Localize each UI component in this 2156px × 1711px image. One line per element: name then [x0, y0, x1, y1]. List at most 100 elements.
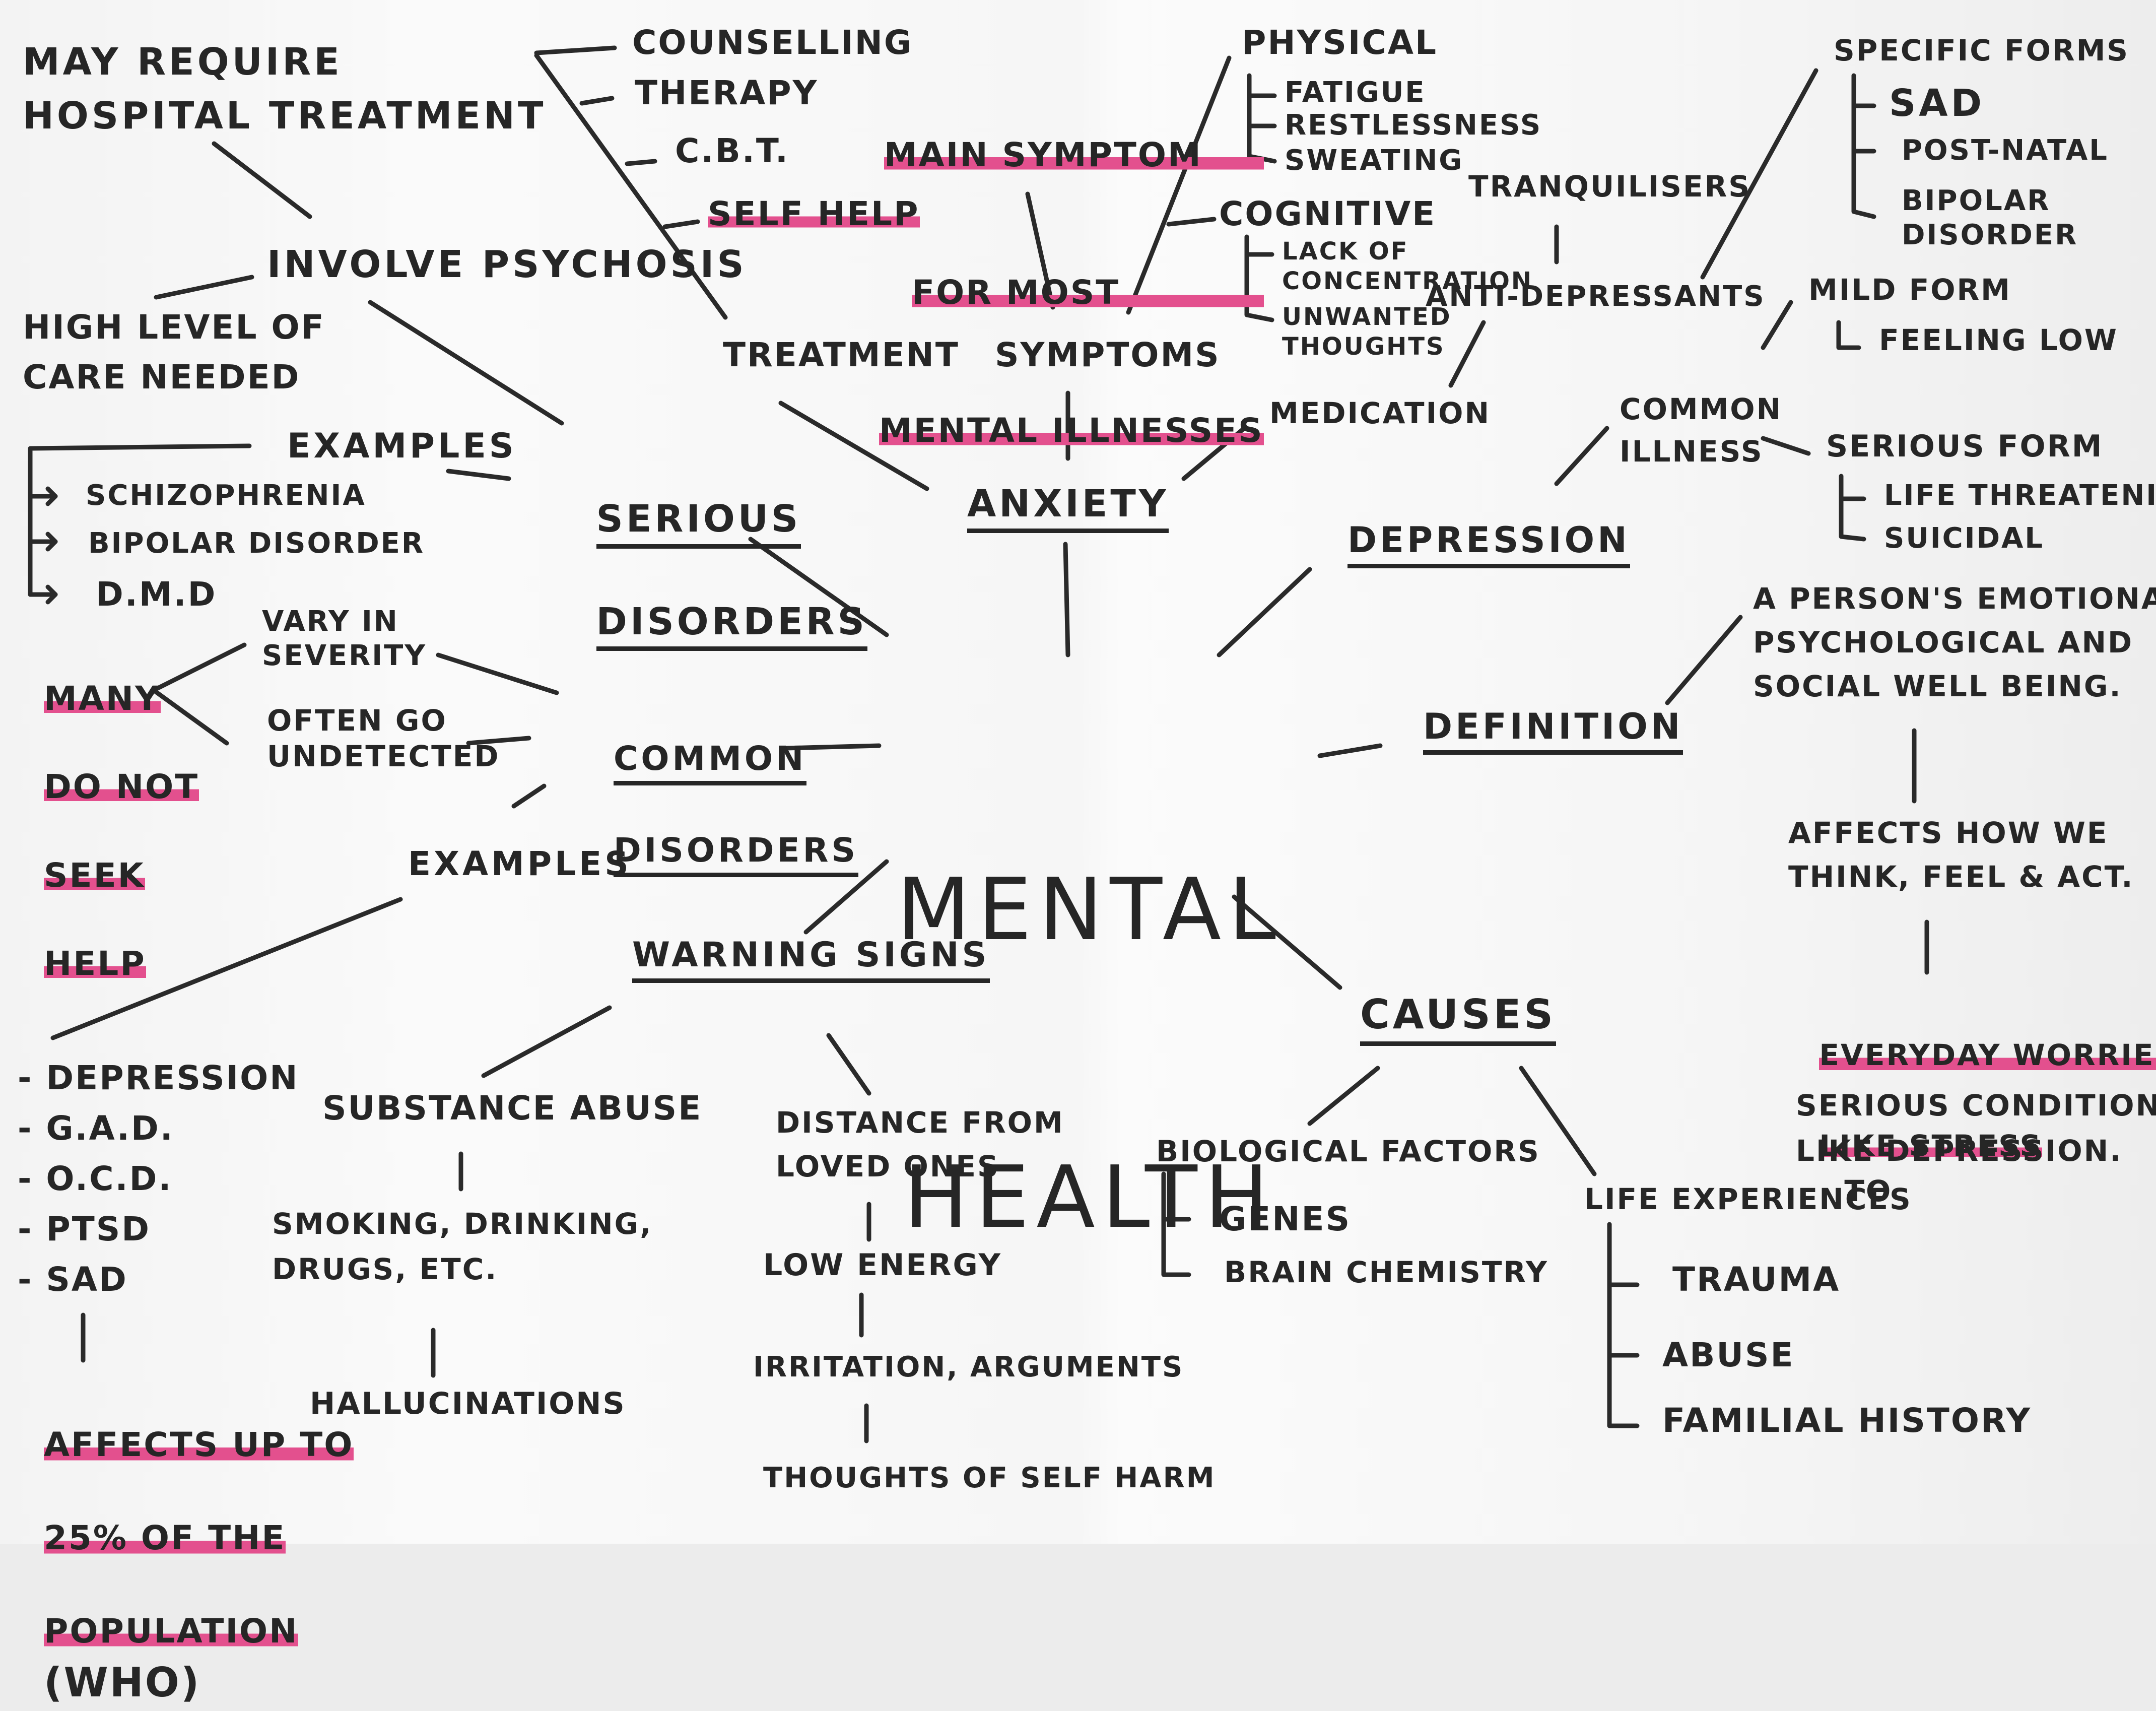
connector-common-mild [1761, 300, 1793, 350]
serious-conditions-note: SERIOUS CONDITIONS LIKE DEPRESSION. [1796, 1088, 2156, 1168]
distance-node: DISTANCE FROM LOVED ONES [776, 1105, 1064, 1183]
involve-psychosis-node: INVOLVE PSYCHOSIS [267, 243, 747, 286]
cause-trauma: TRAUMA [1672, 1260, 1841, 1299]
connector-center-causes [1232, 894, 1342, 990]
treatment-item-therapy: THERAPY [635, 74, 819, 112]
connector-common-undetected [466, 736, 531, 746]
central-topic-line1: MENTAL [897, 860, 1283, 960]
seek-help-line3: SEEK [43, 853, 145, 898]
substance-abuse-node: SUBSTANCE ABUSE [322, 1089, 703, 1128]
connector-anxiety-treatment [778, 401, 929, 491]
physical-item-sweating: SWEATING [1285, 144, 1464, 177]
paper-background [0, 0, 2156, 1544]
medication-node: MEDICATION [1269, 396, 1491, 430]
common-title-line2: DISORDERS [613, 830, 858, 878]
biological-factors-node: BIOLOGICAL FACTORS [1156, 1134, 1540, 1168]
serious-title-line1: SERIOUS [596, 496, 801, 549]
connector-common-specific [1700, 68, 1818, 280]
specific-forms-node: SPECIFIC FORMS [1834, 33, 2130, 68]
serious-title-line2: DISORDERS [596, 599, 867, 651]
connector-psychosis-hospital [212, 141, 312, 219]
common-example-gad: - G.A.D. [18, 1109, 174, 1148]
everyday-to: TO [1844, 1173, 1893, 1208]
undetected-note: OFTEN GO UNDETECTED [267, 703, 500, 773]
physical-node: PHYSICAL [1242, 23, 1438, 62]
common-disorders-node: COMMON DISORDERS [584, 698, 858, 878]
physical-item-fatigue: FATIGUE [1285, 76, 1426, 109]
causes-node: CAUSES [1360, 990, 1557, 1046]
common-example-depression: - DEPRESSION [18, 1059, 299, 1097]
treatment-item-self-help: SELF HELP [708, 194, 920, 235]
connector-treatment-items [534, 53, 728, 320]
affects-line2: 25% OF THE [43, 1515, 286, 1562]
definition-node: DEFINITION [1423, 705, 1683, 755]
seek-help-line2: DO NOT [43, 765, 199, 810]
cognitive-item-concentration: LACK OF CONCENTRATION [1282, 237, 1533, 295]
serious-example-schizophrenia: SCHIZOPHRENIA [86, 479, 366, 512]
treatment-item-cbt: C.B.T. [675, 131, 789, 170]
care-needed-note: HIGH LEVEL OF CARE NEEDED [23, 308, 325, 397]
connector-center-depression [1217, 567, 1312, 657]
central-topic: MENTAL HEALTH [897, 670, 1283, 1342]
warning-signs-node: WARNING SIGNS [632, 935, 990, 983]
cause-genes: GENES [1219, 1200, 1352, 1238]
connector-center-common [783, 743, 882, 751]
connector-psychosis-care [154, 275, 254, 300]
affects-line3: POPULATION [43, 1608, 299, 1655]
connector-warning-substance [481, 1005, 612, 1078]
symptoms-node: SYMPTOMS [995, 336, 1221, 374]
everyday-line1: EVERYDAY WORRIES [1819, 1032, 2156, 1078]
serious-form-node: SERIOUS FORM [1826, 429, 2104, 464]
connector-causes-life [1519, 1066, 1597, 1176]
serious-form-life-threatening: LIFE THREATENING [1884, 479, 2156, 512]
connector-serious-examples [446, 469, 511, 481]
cause-brain-chemistry: BRAIN CHEMISTRY [1224, 1255, 1548, 1289]
physical-item-restlessness: RESTLESSNESS [1285, 109, 1542, 142]
mild-form-node: MILD FORM [1808, 273, 2011, 307]
common-examples-node: EXAMPLES [408, 844, 632, 883]
connector-definition-text [1665, 615, 1743, 705]
connector-depression-common [1554, 426, 1609, 486]
specific-form-sad: SAD [1889, 82, 1985, 125]
seek-help-line1: MANY [43, 676, 161, 721]
serious-form-suicidal: SUICIDAL [1884, 522, 2045, 555]
seek-help-line4: HELP [43, 942, 146, 986]
common-example-ocd: - O.C.D. [18, 1159, 173, 1198]
connector-center-anxiety [1063, 542, 1070, 657]
depression-node: DEPRESSION [1348, 519, 1630, 569]
connector-warning-distance [826, 1033, 871, 1096]
connector-center-warning [803, 859, 889, 935]
low-energy-node: LOW ENERGY [763, 1247, 1002, 1283]
common-example-sad: - SAD [18, 1260, 128, 1299]
substance-detail: SMOKING, DRINKING, DRUGS, ETC. [272, 1207, 653, 1286]
everyday-line2: LIKE STRESS [1819, 1128, 2043, 1163]
cause-familial-history: FAMILIAL HISTORY [1662, 1401, 2032, 1440]
specific-form-bipolar: BIPOLAR DISORDER [1902, 184, 2078, 252]
common-example-ptsd: - PTSD [18, 1210, 151, 1248]
main-symptom-line2: FOR MOST [912, 270, 1264, 316]
tranquilisers-node: TRANQUILISERS [1468, 169, 1751, 204]
connector-common-serious [1761, 436, 1811, 456]
serious-example-dmd: D.M.D [96, 575, 217, 614]
main-symptom-line3: MENTAL ILLNESSES [879, 407, 1264, 453]
specific-form-postnatal: POST-NATAL [1902, 134, 2109, 167]
mild-form-item: FEELING LOW [1879, 323, 2118, 357]
serious-example-bipolar: BIPOLAR DISORDER [88, 527, 425, 560]
cognitive-node: COGNITIVE [1219, 194, 1437, 233]
connector-common-vary [436, 652, 559, 695]
hospital-treatment-note: MAY REQUIRE HOSPITAL TREATMENT [23, 40, 547, 138]
everyday-worries-note: EVERYDAY WORRIES LIKE STRESS TO [1796, 988, 2156, 1214]
affects-population-note: AFFECTS UP TO 25% OF THE POPULATION (WHO… [18, 1375, 354, 1711]
serious-disorders-node: SERIOUS DISORDERS [564, 451, 867, 651]
hallucinations-node: HALLUCINATIONS [310, 1386, 626, 1421]
anxiety-node: ANXIETY [967, 481, 1169, 534]
main-symptom-note: MAIN SYMPTOM FOR MOST MENTAL ILLNESSES [879, 40, 1264, 499]
connector-center-definition [1317, 743, 1383, 758]
connector-medication-anti [1448, 320, 1486, 388]
treatment-item-counselling: COUNSELLING [632, 23, 913, 62]
self-harm-node: THOUGHTS OF SELF HARM [763, 1462, 1216, 1494]
treatment-node: TREATMENT [723, 336, 960, 374]
affects-line1: AFFECTS UP TO [43, 1422, 354, 1469]
cause-abuse: ABUSE [1662, 1336, 1795, 1374]
seek-help-note: MANY DO NOT SEEK HELP [18, 632, 199, 986]
